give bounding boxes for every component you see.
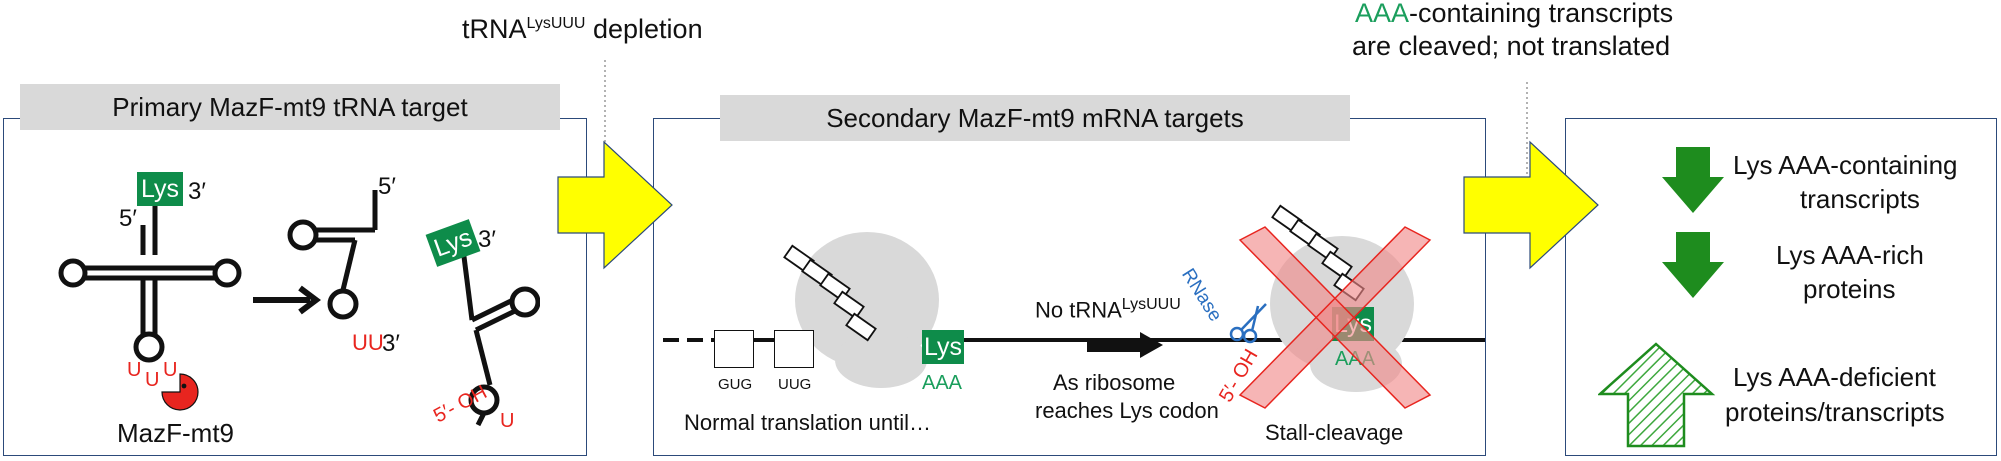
lys-label-trna: Lys <box>137 172 183 206</box>
depletion-label: tRNALysUUU depletion <box>462 14 703 44</box>
uuu-u2: U <box>145 369 160 391</box>
fragment-uu: UU <box>352 330 384 355</box>
aaa-label: AAA <box>922 372 963 394</box>
codon-box-1 <box>714 330 754 368</box>
stall-cleavage-label: Stall-cleavage <box>1265 420 1404 445</box>
oh-u: U <box>500 410 515 432</box>
codon-label-1: GUG <box>718 376 753 393</box>
scissors-icon <box>1229 303 1267 344</box>
cleaved-label-line2: are cleaved; not translated <box>1352 31 1671 61</box>
yellow-arrow-1 <box>557 140 673 270</box>
down-arrow-icon-2 <box>1662 232 1724 298</box>
three-prime-label-2: 3′ <box>478 226 496 253</box>
stall-arrow <box>1087 332 1163 358</box>
panel-primary-title: Primary MazF-mt9 tRNA target <box>20 84 560 130</box>
result-3-line1: Lys AAA-deficient <box>1733 362 1936 392</box>
result-1-line2: transcripts <box>1800 184 1920 214</box>
reaches-label-line2: reaches Lys codon <box>1035 398 1219 423</box>
codon-label-2: UUG <box>778 376 812 393</box>
fragment-three-prime: 3′ <box>382 330 400 357</box>
yellow-arrow-2 <box>1463 140 1599 270</box>
cleavage-arrow <box>253 285 321 315</box>
lys-codon-label: Lys <box>922 330 964 364</box>
no-trna-label: No tRNALysUUU <box>1035 296 1181 323</box>
cleaved-label-line1: AAA-containing transcripts <box>1355 0 1674 28</box>
normal-translation-label: Normal translation until… <box>684 410 931 435</box>
enzyme-label: MazF-mt9 <box>117 418 234 448</box>
up-arrow-icon <box>1598 342 1716 448</box>
uuu-u1: U <box>127 359 142 381</box>
mrna-strand-tail <box>962 338 1050 342</box>
three-prime-label: 3′ <box>188 178 206 205</box>
result-2-line2: proteins <box>1803 274 1896 304</box>
result-3-line2: proteins/transcripts <box>1725 397 1945 427</box>
codon-box-2 <box>774 330 814 368</box>
panel-secondary-title: Secondary MazF-mt9 mRNA targets <box>720 95 1350 141</box>
mazf-pacman-icon <box>161 373 199 411</box>
down-arrow-icon-1 <box>1662 147 1724 213</box>
fragment-five-prime: 5′ <box>378 173 396 200</box>
cross-out-x <box>1238 226 1432 409</box>
uuu-u3: U <box>163 359 178 381</box>
trna-cloverleaf-icon <box>58 195 242 363</box>
trna-fragment-5prime <box>287 190 378 320</box>
result-2-line1: Lys AAA-rich <box>1776 240 1924 270</box>
panel-primary-frame <box>3 118 587 456</box>
result-1-line1: Lys AAA-containing <box>1733 150 1958 180</box>
reaches-label-line1: As ribosome <box>1053 370 1176 395</box>
peptide-chain <box>783 244 877 342</box>
five-prime-label: 5′ <box>119 205 137 232</box>
ribosome-icon <box>795 232 939 388</box>
